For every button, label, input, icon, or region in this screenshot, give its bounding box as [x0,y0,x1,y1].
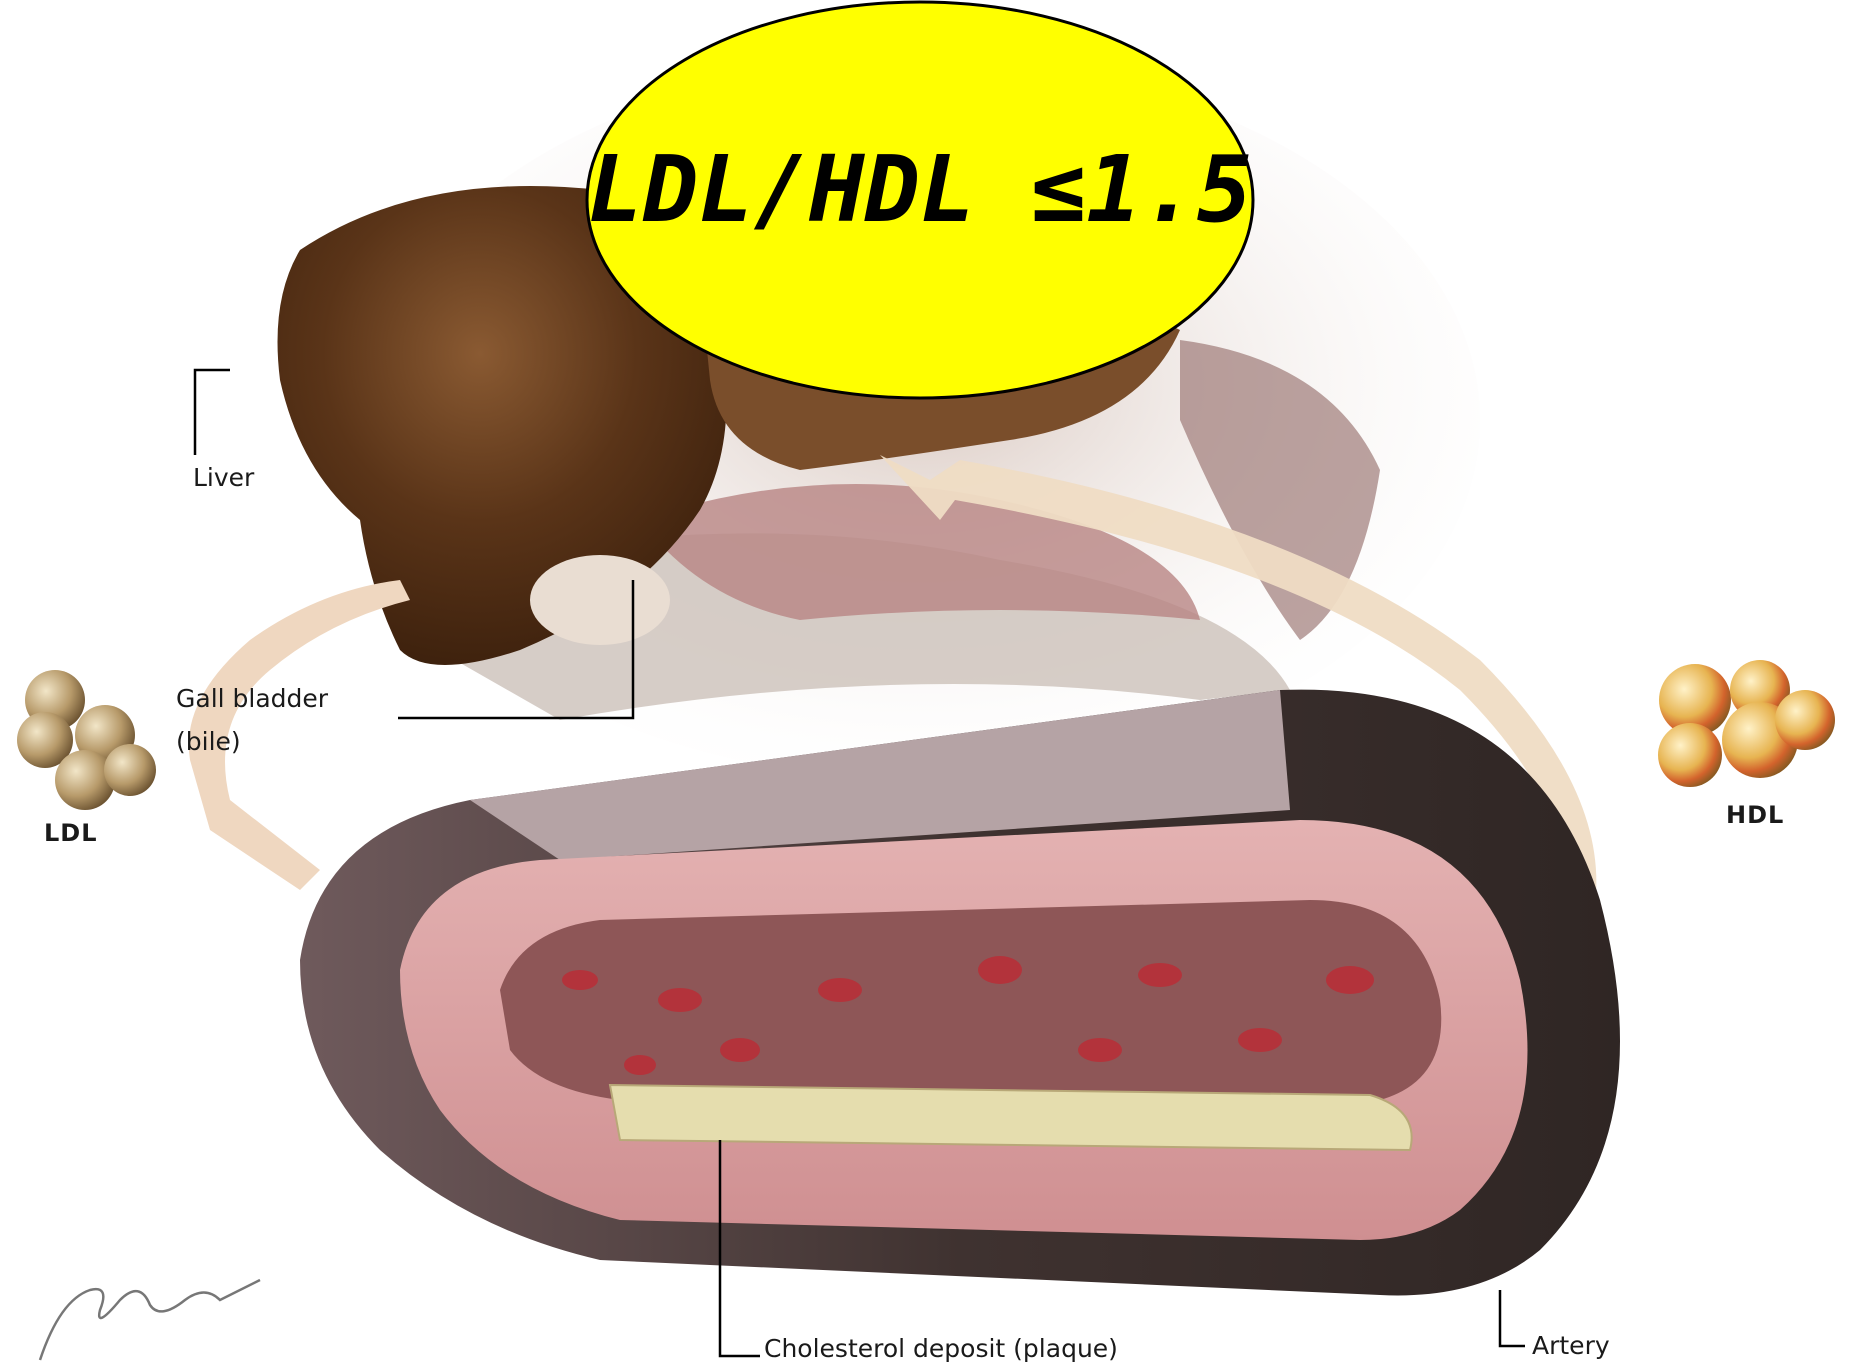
artist-signature [40,1280,260,1360]
ldl-hdl-ratio-text: LDL/HDL ≤1.5 [560,135,1280,245]
label-cholesterol-deposit: Cholesterol deposit (plaque) [764,1333,1118,1364]
artery-cross-section [300,690,1620,1296]
label-gall-bladder: Gall bladder [176,683,328,714]
label-artery: Artery [1532,1330,1610,1361]
label-bile: (bile) [176,726,241,757]
liver-leader-line [195,370,230,455]
plaque-deposit [610,1085,1412,1150]
ldl-particles [17,670,156,810]
artery-leader-line [1500,1290,1525,1346]
gall-bladder-organ [530,555,670,645]
label-ldl: LDL [44,818,98,849]
hdl-particles [1658,660,1835,787]
label-liver: Liver [193,462,254,493]
label-hdl: HDL [1726,800,1784,831]
